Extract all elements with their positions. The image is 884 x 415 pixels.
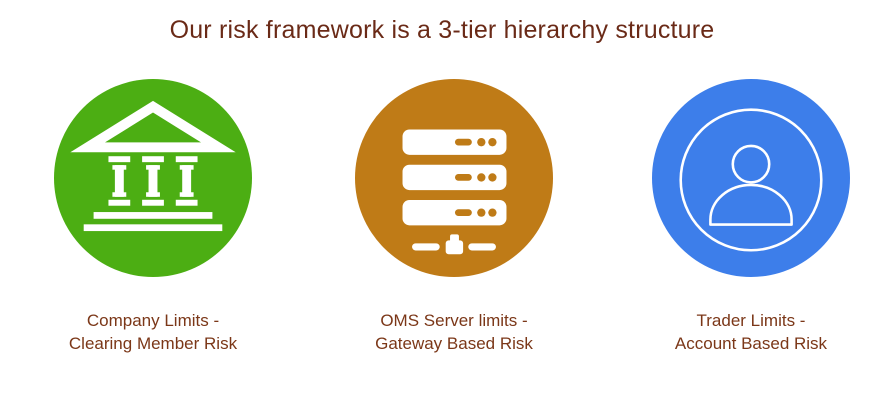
tier-label: Trader Limits - Account Based Risk (611, 309, 884, 355)
tier-trader-limits: Trader Limits - Account Based Risk (611, 79, 884, 355)
tier-oms-server-limits: OMS Server limits - Gateway Based Risk (314, 79, 594, 355)
tier-label-line1: OMS Server limits - (380, 311, 528, 330)
bank-icon (70, 100, 236, 232)
tier-label-line2: Account Based Risk (674, 334, 828, 353)
tier-label-line2: Clearing Member Risk (68, 334, 238, 353)
tier-label-line2: Gateway Based Risk (375, 334, 533, 353)
page-title: Our risk framework is a 3-tier hierarchy… (169, 16, 715, 44)
tier-label: OMS Server limits - Gateway Based Risk (314, 309, 594, 355)
user-icon (679, 108, 823, 252)
tier-label-line1: Trader Limits - (696, 311, 806, 330)
green-circle (54, 79, 252, 277)
server-icon (402, 129, 507, 255)
tier-company-limits: Company Limits - Clearing Member Risk (13, 79, 293, 355)
tier-label-line1: Company Limits - (86, 311, 220, 330)
tier-label: Company Limits - Clearing Member Risk (13, 309, 293, 355)
blue-circle (652, 79, 850, 277)
orange-circle (355, 79, 553, 277)
